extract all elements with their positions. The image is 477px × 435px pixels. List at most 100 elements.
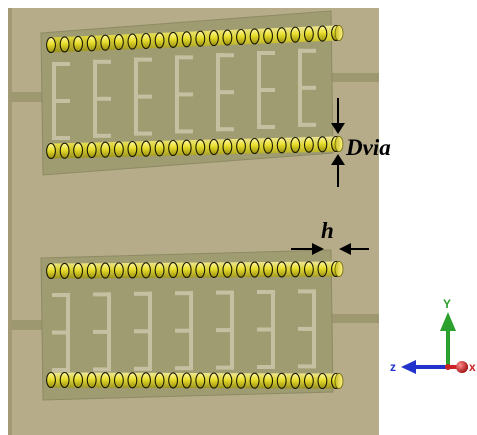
slot-arm [216,53,234,58]
slot-arm [52,62,70,66]
via [59,371,70,389]
via [100,141,111,158]
slot-arm [134,329,152,334]
via [59,262,70,279]
via [113,34,124,51]
via [208,138,219,156]
via [276,137,287,154]
via [141,262,151,279]
via-row-top-lower [46,135,344,160]
slot-arm [216,290,234,295]
slot-arm [175,129,193,134]
via [222,372,233,389]
via-end-cap [334,25,344,41]
via [208,261,219,278]
via [154,32,165,49]
via [317,136,328,153]
dvia-label: Dvia [345,135,391,160]
slot-arm [52,136,70,140]
via-end-cap [334,136,344,152]
via [127,262,138,279]
via [249,137,260,155]
slot-arm [93,292,111,297]
via [290,136,301,154]
waveguide-board-bottom [40,249,334,401]
via [73,35,84,52]
feed-line-top [10,92,48,102]
via [276,261,287,278]
via [154,372,165,389]
via [181,372,192,389]
via [317,372,328,390]
via [113,262,124,279]
via [249,372,260,389]
slot-arm [134,131,152,136]
via [127,140,138,158]
dvia-arrowhead-bottom [331,154,345,165]
via [100,34,111,51]
slot-arm [175,291,193,296]
via [154,262,165,279]
dvia-dimension [331,98,345,187]
via [236,372,246,389]
via [263,261,274,278]
via [263,137,274,154]
slot-arm [216,328,234,333]
via [141,372,151,389]
via-end-cap [334,373,344,389]
x-axis-ball [456,361,468,373]
slot-arm [298,326,316,331]
via-row-bottom-upper [46,260,344,280]
slot-arm [175,92,193,97]
via [86,372,97,389]
via [181,139,192,156]
slot-array-top [52,48,316,140]
via [46,262,56,280]
via [249,28,260,45]
slot-arm [134,366,152,371]
via [141,140,151,157]
slot-arm [298,289,316,294]
slot-arm [298,122,316,127]
via [46,142,56,160]
via [181,261,192,279]
via-row-bottom-lower [46,371,344,390]
via [195,139,206,156]
slot-arm [52,330,70,335]
slot-arm [257,327,275,332]
via [290,26,301,43]
via [46,36,56,54]
slot-arm [216,365,234,370]
y-axis-label: Y [443,297,451,311]
via [59,142,70,159]
via [100,262,111,279]
via [303,26,314,43]
slot-arm [52,293,70,297]
y-axis-arrowhead [440,312,456,331]
feed-line-bottom [10,320,48,330]
slot-arm [52,368,70,372]
slot-arm [134,57,152,62]
via [113,372,124,389]
slot-arm [257,125,275,129]
via [303,136,314,153]
slot-arm [298,364,316,369]
via [181,31,192,48]
via [236,138,246,155]
via [290,261,301,278]
via [276,372,287,389]
via [73,372,84,389]
via [127,33,138,50]
via [222,261,233,278]
via [195,261,206,279]
x-axis-label: x [469,360,476,374]
slot-array-bottom [52,289,316,372]
via [208,372,219,389]
via [263,27,274,44]
via [249,261,260,278]
h-label: h [321,218,334,243]
via-row-top-upper [46,24,344,54]
via [236,28,246,46]
slot-arm [134,94,152,99]
via [290,372,301,389]
